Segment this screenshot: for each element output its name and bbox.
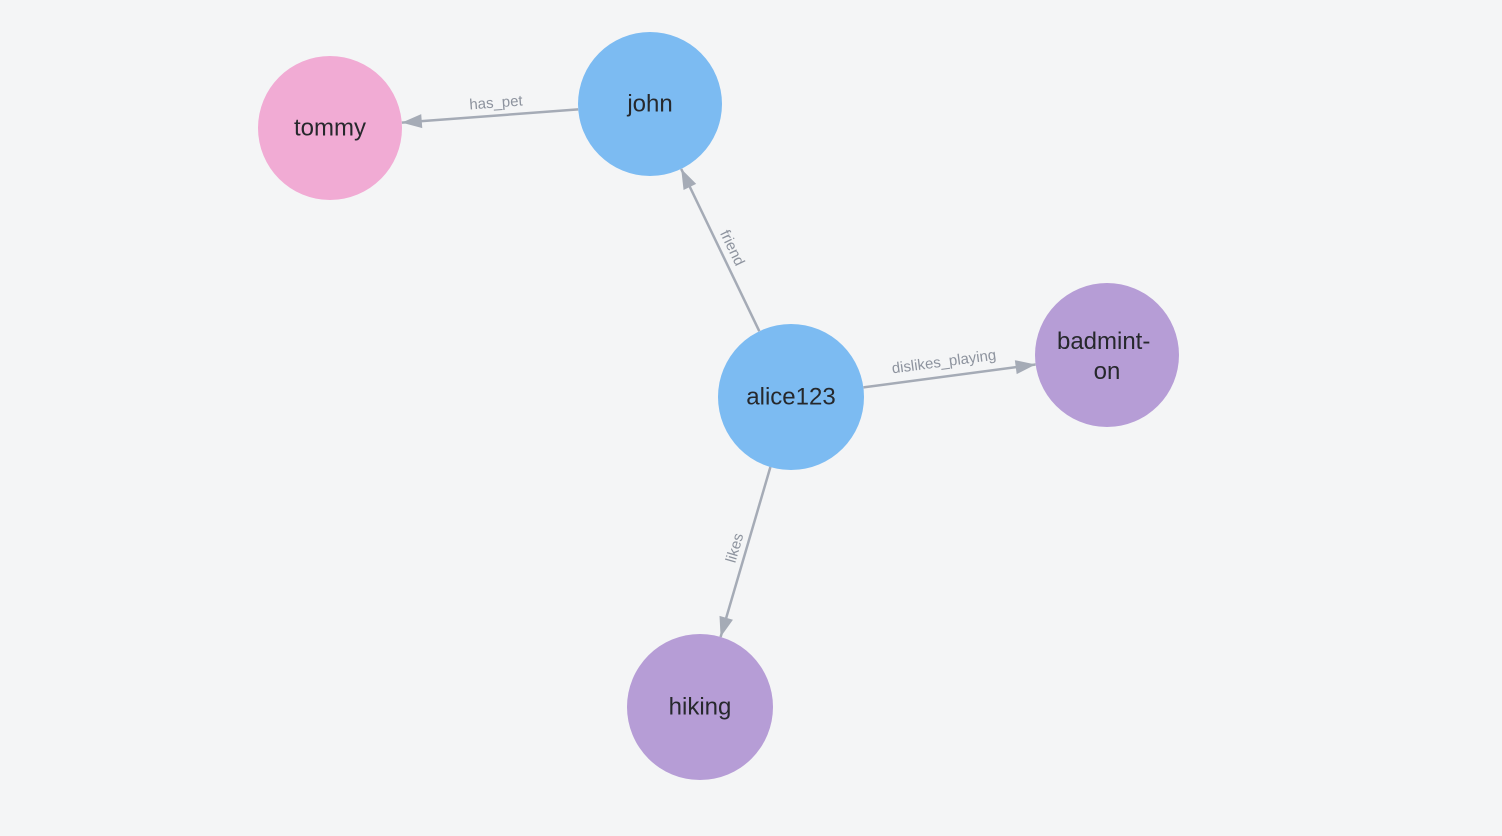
edge-line-has-pet[interactable] <box>401 108 579 129</box>
node-john: john <box>578 32 722 176</box>
node-badminton: badmint- on <box>1035 283 1179 427</box>
node-alice123: alice123 <box>718 324 864 470</box>
node-circle-badminton[interactable] <box>1035 283 1179 427</box>
edge-label-has-pet[interactable]: has_pet <box>469 92 524 113</box>
edge-line-friend[interactable] <box>680 168 761 332</box>
edge-line-dislikes-playing[interactable] <box>863 360 1036 389</box>
node-circle-hiking[interactable] <box>627 634 773 780</box>
node-circle-tommy[interactable] <box>258 56 402 200</box>
node-circle-alice123[interactable] <box>718 324 864 470</box>
edge-line-likes[interactable] <box>719 466 772 638</box>
node-group: tommy john alice123 badmint- on hiking <box>258 32 1179 780</box>
node-hiking: hiking <box>627 634 773 780</box>
node-circle-john[interactable] <box>578 32 722 176</box>
edge-john-tommy: has_pet <box>401 92 579 129</box>
node-tommy: tommy <box>258 56 402 200</box>
